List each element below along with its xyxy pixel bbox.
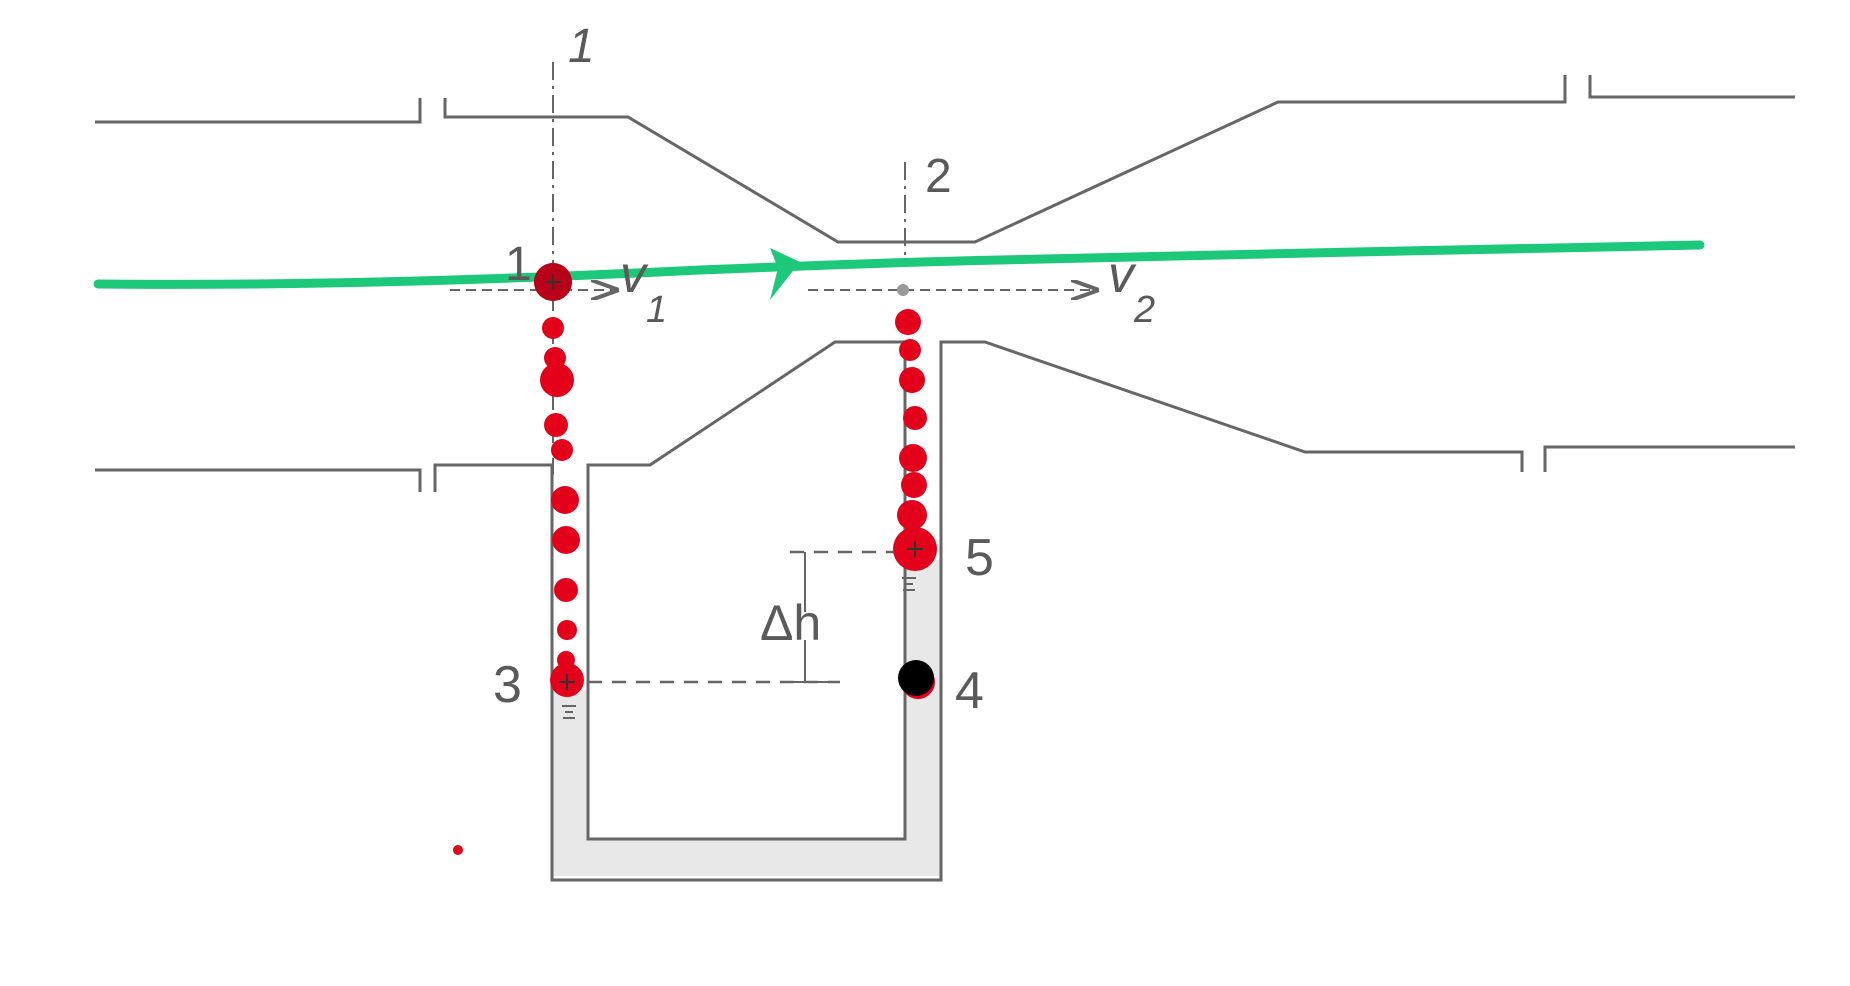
red-path-2-5 [893, 309, 937, 571]
stray-dot [453, 845, 463, 855]
streamline-arrowhead [770, 248, 800, 300]
red-path-1-3 [534, 263, 584, 697]
point-label-3: 3 [493, 656, 522, 714]
pipe-top-wall-left [95, 98, 422, 124]
section-label-1: 1 [568, 20, 595, 73]
point-marker-4 [898, 660, 935, 699]
manometer-inner-wall [586, 340, 907, 841]
point-marker-2 [897, 284, 909, 296]
pipe-bottom-wall-tap1 [433, 340, 1524, 882]
point-label-1: 1 [505, 238, 532, 291]
pipe-bottom-wall-right [1543, 445, 1795, 472]
delta-h-label: Δh [760, 595, 821, 651]
point-marker-1 [534, 263, 572, 301]
section-label-2: 2 [925, 150, 952, 203]
point-label-4: 4 [955, 662, 984, 720]
streamline [93, 240, 1705, 289]
point-marker-5 [907, 541, 923, 557]
pipe-top-wall-right [1588, 75, 1795, 99]
pipe-top-wall-contraction [443, 75, 1567, 244]
velocity-label-2: v2 [1108, 246, 1155, 331]
pipe-bottom-wall-left [95, 468, 422, 492]
manometer-fluid [553, 560, 941, 876]
point-label-5: 5 [965, 529, 994, 587]
fluid-level-marks [562, 577, 916, 719]
delta-h-dimension [790, 552, 840, 683]
point-marker-3 [559, 674, 575, 690]
velocity-label-1: v1 [620, 246, 667, 331]
